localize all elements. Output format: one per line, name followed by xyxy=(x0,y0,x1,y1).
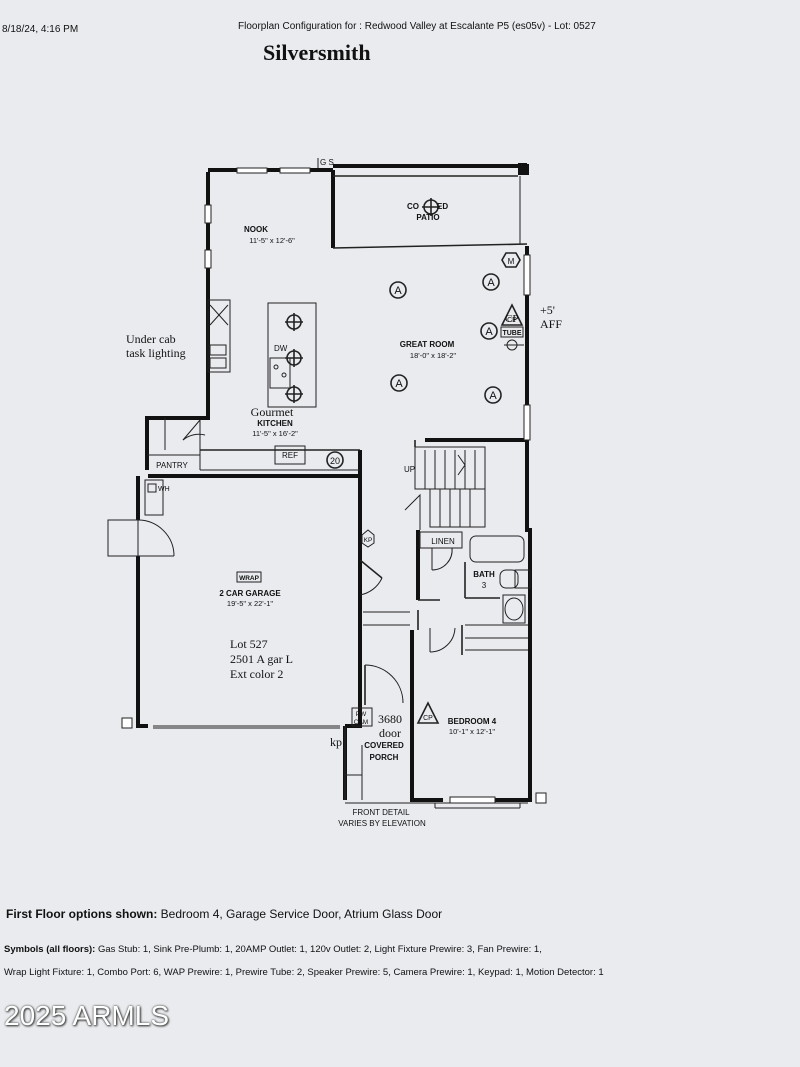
patio-label-c: PATIO xyxy=(416,213,439,222)
note-cp: CP xyxy=(505,313,518,325)
motion-detector-icon: M xyxy=(501,252,521,268)
print-datetime: 8/18/24, 4:16 PM xyxy=(2,24,79,35)
garage-dims: 19'-5" x 22'-1" xyxy=(227,599,273,608)
bath-number: 3 xyxy=(482,581,487,590)
options-label: First Floor options shown: xyxy=(6,907,158,921)
pw-label: PW xyxy=(356,711,367,718)
symbols-label: Symbols (all floors): xyxy=(4,944,96,955)
light-fixture-icon xyxy=(285,349,303,367)
cam-label: CAM xyxy=(354,719,368,726)
patio-outline xyxy=(332,163,528,249)
svg-text:M: M xyxy=(508,257,515,266)
svg-text:G S: G S xyxy=(320,158,334,167)
light-fixture-icon xyxy=(285,385,303,403)
svg-text:A: A xyxy=(394,285,402,297)
svg-text:CP: CP xyxy=(507,317,517,324)
windows xyxy=(121,167,547,804)
patio-label-a: CO xyxy=(407,202,419,211)
bedroom4-label: BEDROOM 4 xyxy=(448,717,497,726)
plan-name: Silversmith xyxy=(263,40,371,65)
combo-port-icon: A xyxy=(390,374,408,392)
svg-text:TUBE: TUBE xyxy=(502,330,521,337)
bedroom4-dims: 10'-1" x 12'-1" xyxy=(449,727,495,736)
options-value: Bedroom 4, Garage Service Door, Atrium G… xyxy=(160,907,443,921)
exterior-walls xyxy=(136,164,532,802)
svg-text:A: A xyxy=(489,390,497,402)
porch-label-a: COVERED xyxy=(364,741,404,750)
symbols-line2: Wrap Light Fixture: 1, Combo Port: 6, WA… xyxy=(4,967,604,978)
wrap-label: WRAP xyxy=(239,575,260,582)
nook-label: NOOK xyxy=(244,225,268,234)
combo-port-icon: A xyxy=(484,386,502,404)
combo-port-icon: A xyxy=(480,322,498,340)
svg-text:A: A xyxy=(485,326,493,338)
kitchen-handwritten-label: Gourmet xyxy=(251,405,294,419)
kitchen-label: KITCHEN xyxy=(257,419,293,428)
note-door-1: 3680 xyxy=(378,712,402,726)
pantry-label: PANTRY xyxy=(156,461,188,470)
patio-label-b: ED xyxy=(437,202,448,211)
note-lot-3: Ext color 2 xyxy=(230,667,283,681)
combo-port-icon: A xyxy=(389,281,407,299)
kitchen-counters xyxy=(147,299,360,471)
porch-label-b: PORCH xyxy=(370,753,399,762)
note-lot-1: Lot 527 xyxy=(230,637,268,651)
dw-label: DW xyxy=(274,344,288,353)
light-fixture-icon xyxy=(422,198,440,216)
note-kp: kp xyxy=(330,735,342,749)
ref-label: REF xyxy=(282,451,298,460)
note-under-cab-1: Under cab xyxy=(126,332,176,346)
symbols-text-1: Gas Stub: 1, Sink Pre-Plumb: 1, 20AMP Ou… xyxy=(97,944,542,955)
staircase xyxy=(404,440,486,530)
configuration-title: Floorplan Configuration for : Redwood Va… xyxy=(238,21,596,32)
entry-door xyxy=(344,664,528,809)
great-room-dims: 18'-0" x 18'-2" xyxy=(410,351,456,360)
bath-fixtures xyxy=(417,531,531,655)
20amp-outlet-icon: 20 xyxy=(326,451,344,469)
bath-label: BATH xyxy=(473,570,495,579)
note-aff-1: +5' xyxy=(540,303,555,317)
light-fixture-icon xyxy=(285,313,303,331)
wh-label: WH xyxy=(158,486,170,493)
watermark: 2025 ARMLS xyxy=(4,1000,169,1031)
note-door-2: door xyxy=(379,726,401,740)
svg-text:20: 20 xyxy=(330,456,340,466)
svg-text:CP: CP xyxy=(423,715,433,722)
garage-label: 2 CAR GARAGE xyxy=(219,589,281,598)
nook-dims: 11'-5" x 12'-6" xyxy=(249,236,295,245)
prewire-tube-icon xyxy=(500,326,524,338)
linen-label: LINEN xyxy=(431,537,455,546)
combo-port-icon: A xyxy=(482,273,500,291)
note-lot-2: 2501 A gar L xyxy=(230,652,293,666)
symbols-line1: Symbols (all floors): Gas Stub: 1, Sink … xyxy=(4,944,542,955)
up-label: UP xyxy=(404,465,415,474)
garage-fixtures xyxy=(107,479,410,729)
svg-text:A: A xyxy=(395,378,403,390)
light-fixture-icons xyxy=(285,198,440,403)
combo-port-icons: A A A A A xyxy=(389,273,502,404)
camera-prewire-icon: CP xyxy=(500,303,524,326)
note-under-cab-2: task lighting xyxy=(126,346,186,360)
kitchen-island xyxy=(267,302,317,408)
front-detail-line2: VARIES BY ELEVATION xyxy=(338,819,426,828)
note-aff-2: AFF xyxy=(540,317,562,331)
camera-prewire-icon-bedroom: CP xyxy=(416,701,440,724)
great-room-label: GREAT ROOM xyxy=(400,340,455,349)
kitchen-dims: 11'-5" x 16'-2" xyxy=(252,429,298,438)
fan-prewire-icon xyxy=(504,339,524,351)
front-detail-line1: FRONT DETAIL xyxy=(352,808,410,817)
svg-text:A: A xyxy=(487,277,495,289)
options-shown: First Floor options shown: Bedroom 4, Ga… xyxy=(6,907,442,921)
kp-label: KP xyxy=(364,537,373,544)
